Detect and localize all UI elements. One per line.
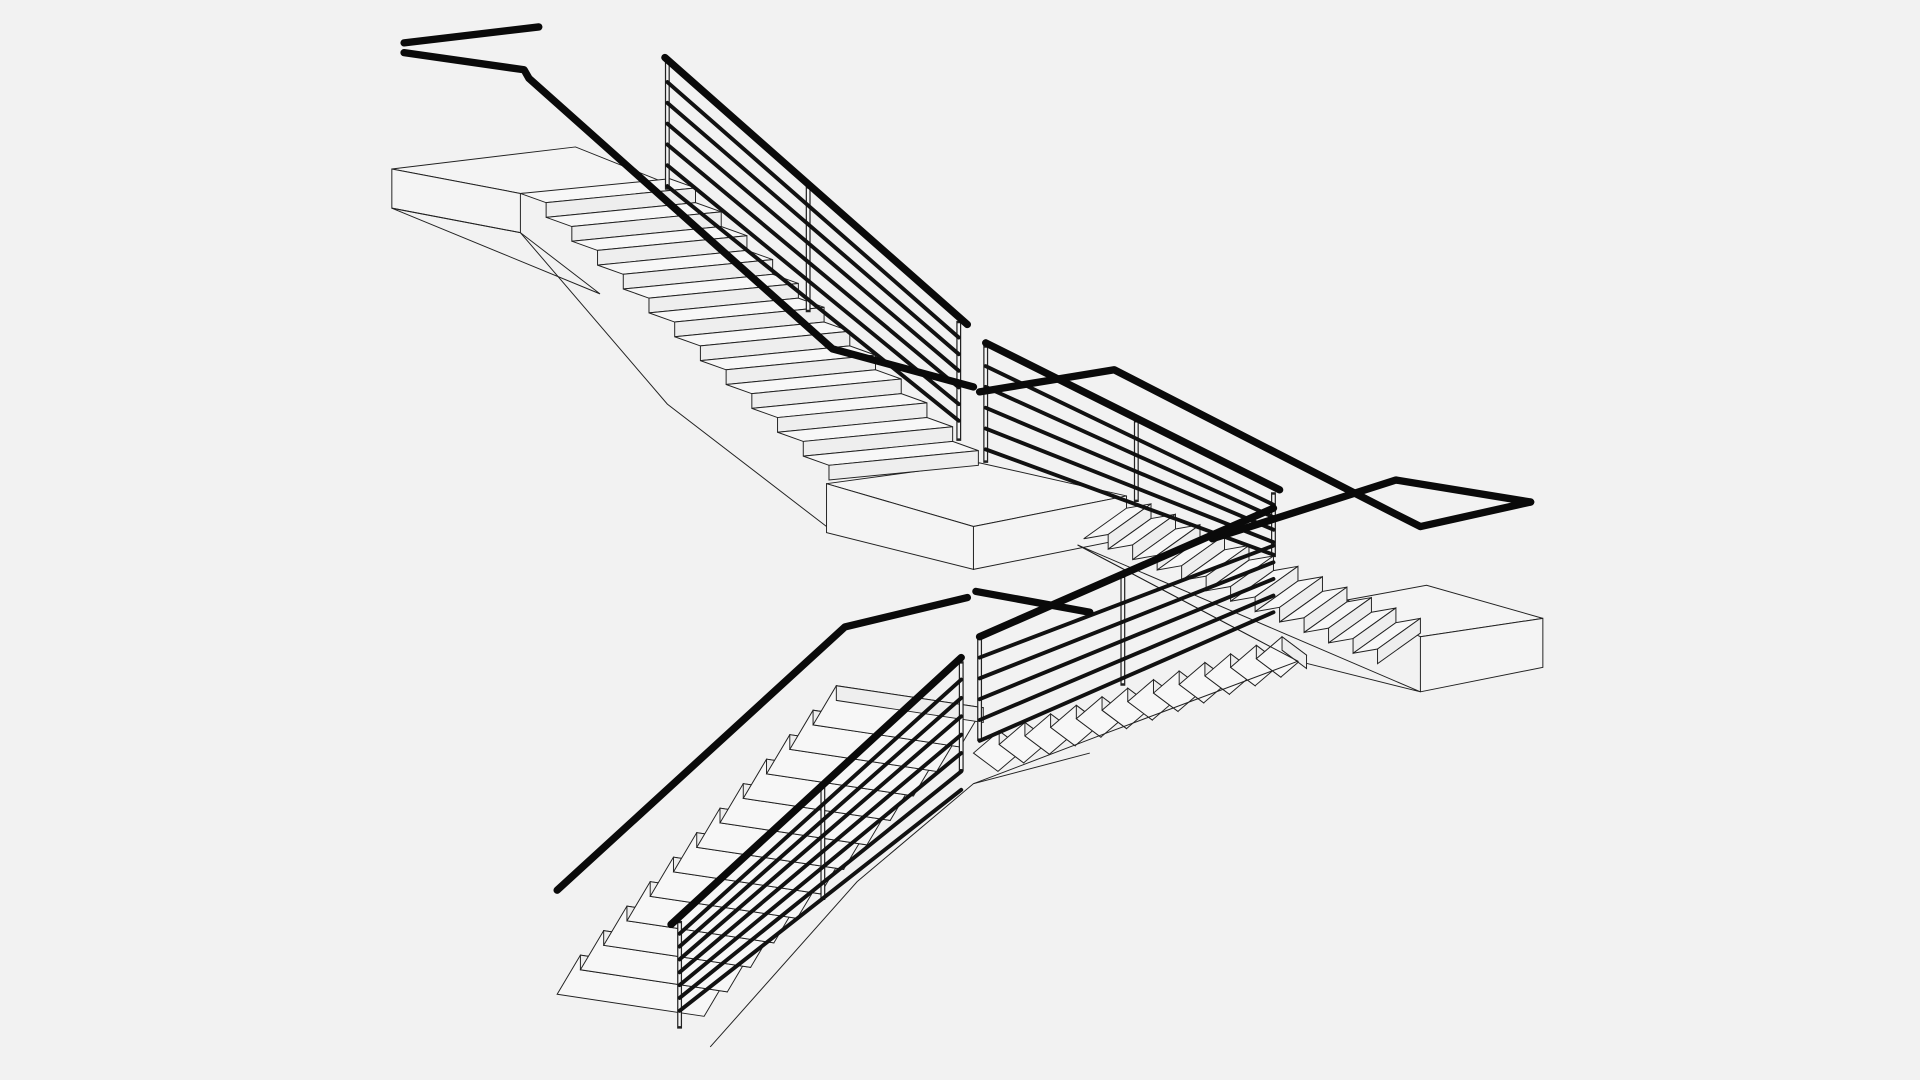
railing-bar	[977, 560, 1276, 681]
railing-bar	[665, 100, 961, 357]
railing-bar	[977, 543, 1276, 660]
railing-bar	[665, 142, 961, 390]
upper-stringer	[520, 232, 827, 527]
middle-wall-handrail	[975, 366, 1535, 531]
railing-bar	[983, 405, 1276, 532]
railing-bar	[677, 714, 964, 962]
right-landing-front	[1419, 617, 1544, 693]
railing-bar	[677, 787, 964, 1013]
railing-bar	[677, 732, 964, 975]
railing-bar	[677, 696, 964, 949]
top-landing-underside	[391, 207, 601, 295]
stair-riser	[828, 450, 979, 481]
railing-bar	[983, 364, 1276, 507]
stair-riser	[1281, 635, 1308, 670]
railing-bar	[983, 426, 1276, 545]
middle-flight	[1083, 502, 1421, 665]
lower-top-handrail	[667, 653, 965, 929]
lower-wall-handrail	[972, 587, 1094, 616]
middle-top-handrail	[982, 339, 1284, 494]
stair-riser	[1377, 617, 1421, 665]
upper-wall-handrail	[400, 48, 978, 391]
stringers	[520, 232, 1300, 1048]
railing-bar	[677, 751, 964, 988]
railing-bar	[677, 769, 964, 1000]
lower-left-flight	[556, 685, 985, 1017]
lower-right-flight	[972, 635, 1308, 773]
railing-bar	[977, 576, 1276, 702]
railing-bar	[665, 163, 961, 407]
lower-right-handrail	[975, 504, 1278, 641]
railing-bar	[665, 121, 961, 373]
railing-bar	[977, 610, 1276, 743]
upper-top-handrail	[661, 53, 972, 329]
lower-wall-handrail	[553, 593, 972, 894]
railing-bar	[677, 677, 964, 936]
middle-stringer	[973, 544, 1300, 785]
middle-wall-handrail	[1208, 476, 1535, 543]
landings	[391, 146, 1544, 693]
upper-wall-handrail	[400, 23, 543, 47]
railing-bar	[983, 384, 1276, 520]
lower-stringer	[709, 752, 1090, 1048]
railing-bar	[977, 593, 1276, 722]
railing-bar	[665, 80, 961, 340]
railing-bar	[665, 184, 961, 423]
railing	[400, 23, 1535, 1029]
